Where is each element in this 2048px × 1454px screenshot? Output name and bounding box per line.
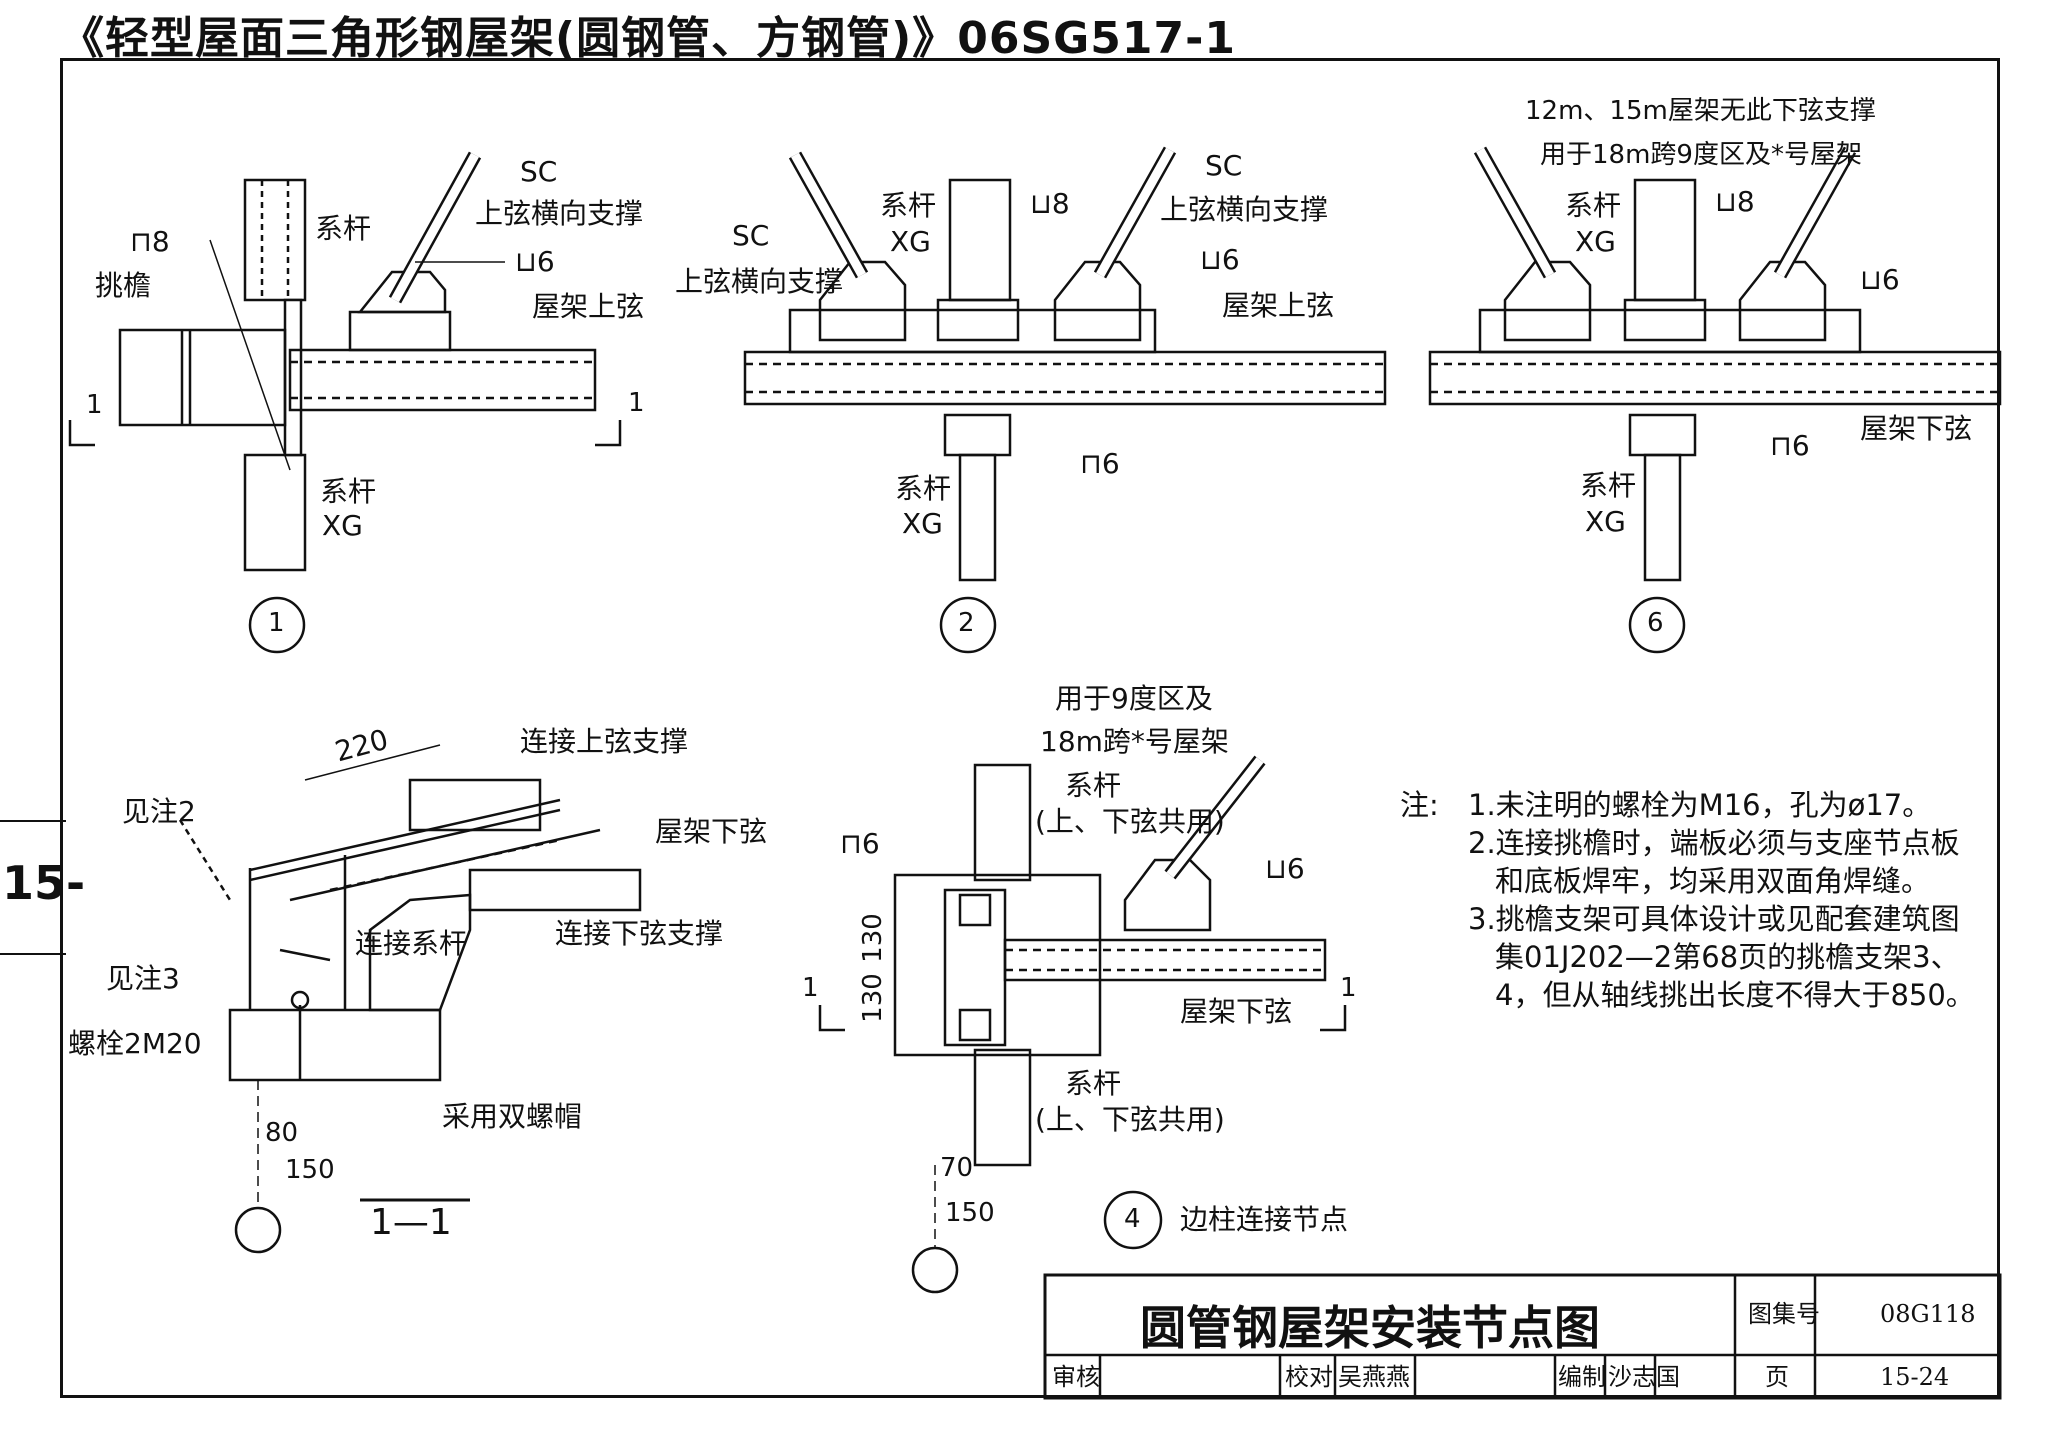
d4-tie-bottom-note: (上、下弦共用) bbox=[1035, 1103, 1225, 1136]
d6-weld1: ⊔8 bbox=[1715, 185, 1755, 218]
d4-dim130b: 130 bbox=[857, 973, 888, 1023]
s11-lower-brace: 连接下弦支撑 bbox=[555, 917, 724, 950]
side-page-label: 15- bbox=[2, 856, 86, 910]
compiler-name: 沙志国 bbox=[1608, 1363, 1680, 1391]
d6-tie-bottom: 系杆 bbox=[1580, 469, 1637, 502]
note-line-1: 1.未注明的螺栓为M16，孔为ø17。 bbox=[1468, 788, 1932, 822]
drawing-title: 圆管钢屋架安装节点图 bbox=[1140, 1301, 1600, 1355]
s11-dim80: 80 bbox=[265, 1118, 299, 1148]
d1-tie-code: XG bbox=[322, 509, 363, 542]
d4-dim150: 150 bbox=[945, 1198, 995, 1228]
d1-eave-label: 挑檐 bbox=[95, 269, 152, 302]
d1-section-right: 1 bbox=[628, 388, 645, 418]
d6-marker: 6 bbox=[1647, 608, 1664, 638]
side-tab bbox=[0, 820, 66, 955]
d6-weld2: ⊔6 bbox=[1860, 263, 1900, 296]
d2-tie-top: 系杆 bbox=[880, 189, 937, 222]
d4-tie-top: 系杆 bbox=[1065, 769, 1122, 802]
d1-brace-label: 上弦横向支撑 bbox=[475, 197, 644, 230]
d4-marker: 4 bbox=[1124, 1204, 1141, 1234]
d1-tie-top-label: 系杆 bbox=[315, 212, 372, 245]
note-line-5: 集01J202—2第68页的挑檐支架3、 bbox=[1495, 940, 1960, 974]
drawing-sheet-frame bbox=[60, 58, 2000, 1398]
review-label: 审核 bbox=[1052, 1363, 1100, 1391]
d2-tie-top-code: XG bbox=[890, 225, 931, 258]
d2-sc-right: SC bbox=[1205, 149, 1243, 182]
note-line-6: 4，但从轴线挑出长度不得大于850。 bbox=[1495, 978, 1975, 1012]
compile-label: 编制 bbox=[1558, 1363, 1606, 1391]
d6-note-top: 12m、15m屋架无此下弦支撑 bbox=[1525, 96, 1876, 126]
d4-caption: 边柱连接节点 bbox=[1180, 1203, 1349, 1236]
d4-section-left: 1 bbox=[802, 973, 819, 1003]
d4-use2: 18m跨*号屋架 bbox=[1040, 725, 1229, 758]
detail-6-drawing bbox=[1428, 146, 2002, 654]
d4-weld1: ⊓6 bbox=[840, 827, 880, 860]
d2-sc-left: SC bbox=[732, 219, 770, 252]
d1-tie-bottom-label: 系杆 bbox=[320, 475, 377, 508]
checker-name: 吴燕燕 bbox=[1338, 1363, 1410, 1391]
atlas-value: 08G118 bbox=[1880, 1300, 1976, 1328]
d1-section-left: 1 bbox=[86, 390, 103, 420]
d1-chord-label: 屋架上弦 bbox=[532, 290, 645, 323]
d6-tie-bottom-code: XG bbox=[1585, 505, 1626, 538]
d2-marker: 2 bbox=[958, 608, 975, 638]
d1-sc-label: SC bbox=[520, 155, 558, 188]
d1-marker: 1 bbox=[268, 608, 285, 638]
d4-dim70: 70 bbox=[940, 1153, 974, 1183]
d4-use1: 用于9度区及 bbox=[1055, 682, 1213, 715]
s11-dim150: 150 bbox=[285, 1155, 335, 1185]
note-line-2: 2.连接挑檐时，端板必须与支座节点板 bbox=[1468, 826, 1960, 860]
d6-chord: 屋架下弦 bbox=[1860, 412, 1973, 445]
section-1-1-drawing bbox=[178, 744, 642, 1254]
s11-bolts: 螺栓2M20 bbox=[68, 1027, 202, 1060]
note-line-4: 3.挑檐支架可具体设计或见配套建筑图 bbox=[1468, 902, 1960, 936]
s11-tie-rod: 连接系杆 bbox=[355, 927, 468, 960]
d2-weld3: ⊓6 bbox=[1080, 447, 1120, 480]
detail-2-drawing bbox=[743, 146, 1387, 654]
notes-heading: 注: bbox=[1400, 788, 1439, 822]
s11-top-brace: 连接上弦支撑 bbox=[520, 725, 689, 758]
detail-4-drawing bbox=[818, 755, 1347, 1294]
d1-weld1-label: ⊓8 bbox=[130, 225, 170, 258]
s11-see-note2: 见注2 bbox=[122, 795, 196, 828]
d4-tie-top-note: (上、下弦共用) bbox=[1035, 805, 1225, 838]
s11-double-nut: 采用双螺帽 bbox=[442, 1100, 583, 1133]
d6-note-use: 用于18m跨9度区及*号屋架 bbox=[1540, 140, 1862, 170]
d6-tie-top: 系杆 bbox=[1565, 189, 1622, 222]
d2-weld1: ⊔8 bbox=[1030, 187, 1070, 220]
detail-1-drawing bbox=[68, 151, 622, 654]
title-block-frame bbox=[1043, 1273, 2002, 1400]
d2-tie-bottom-code: XG bbox=[902, 507, 943, 540]
d2-tie-bottom: 系杆 bbox=[895, 472, 952, 505]
atlas-label: 图集号 bbox=[1748, 1300, 1820, 1328]
d4-section-right: 1 bbox=[1340, 973, 1357, 1003]
s11-caption: 1—1 bbox=[370, 1202, 452, 1243]
d2-weld2: ⊔6 bbox=[1200, 243, 1240, 276]
d4-lower-chord: 屋架下弦 bbox=[1180, 995, 1293, 1028]
d4-dim130a: 130 bbox=[857, 913, 888, 963]
s11-see-note3: 见注3 bbox=[106, 962, 180, 995]
page-label: 页 bbox=[1765, 1363, 1789, 1391]
d2-chord: 屋架上弦 bbox=[1222, 289, 1335, 322]
note-line-3: 和底板焊牢，均采用双面角焊缝。 bbox=[1495, 864, 1931, 898]
d1-weld2-label: ⊔6 bbox=[515, 245, 555, 278]
d4-weld2: ⊔6 bbox=[1265, 852, 1305, 885]
s11-lower-chord: 屋架下弦 bbox=[655, 815, 768, 848]
document-title: 《轻型屋面三角形钢屋架(圆钢管、方钢管)》06SG517-1 bbox=[60, 13, 1236, 64]
d2-brace-left: 上弦横向支撑 bbox=[675, 265, 844, 298]
d6-weld3: ⊓6 bbox=[1770, 429, 1810, 462]
page-value: 15-24 bbox=[1880, 1363, 1950, 1391]
d4-tie-bottom: 系杆 bbox=[1065, 1067, 1122, 1100]
check-label: 校对 bbox=[1285, 1363, 1333, 1391]
d6-tie-top-code: XG bbox=[1575, 225, 1616, 258]
d2-brace-right: 上弦横向支撑 bbox=[1160, 193, 1329, 226]
